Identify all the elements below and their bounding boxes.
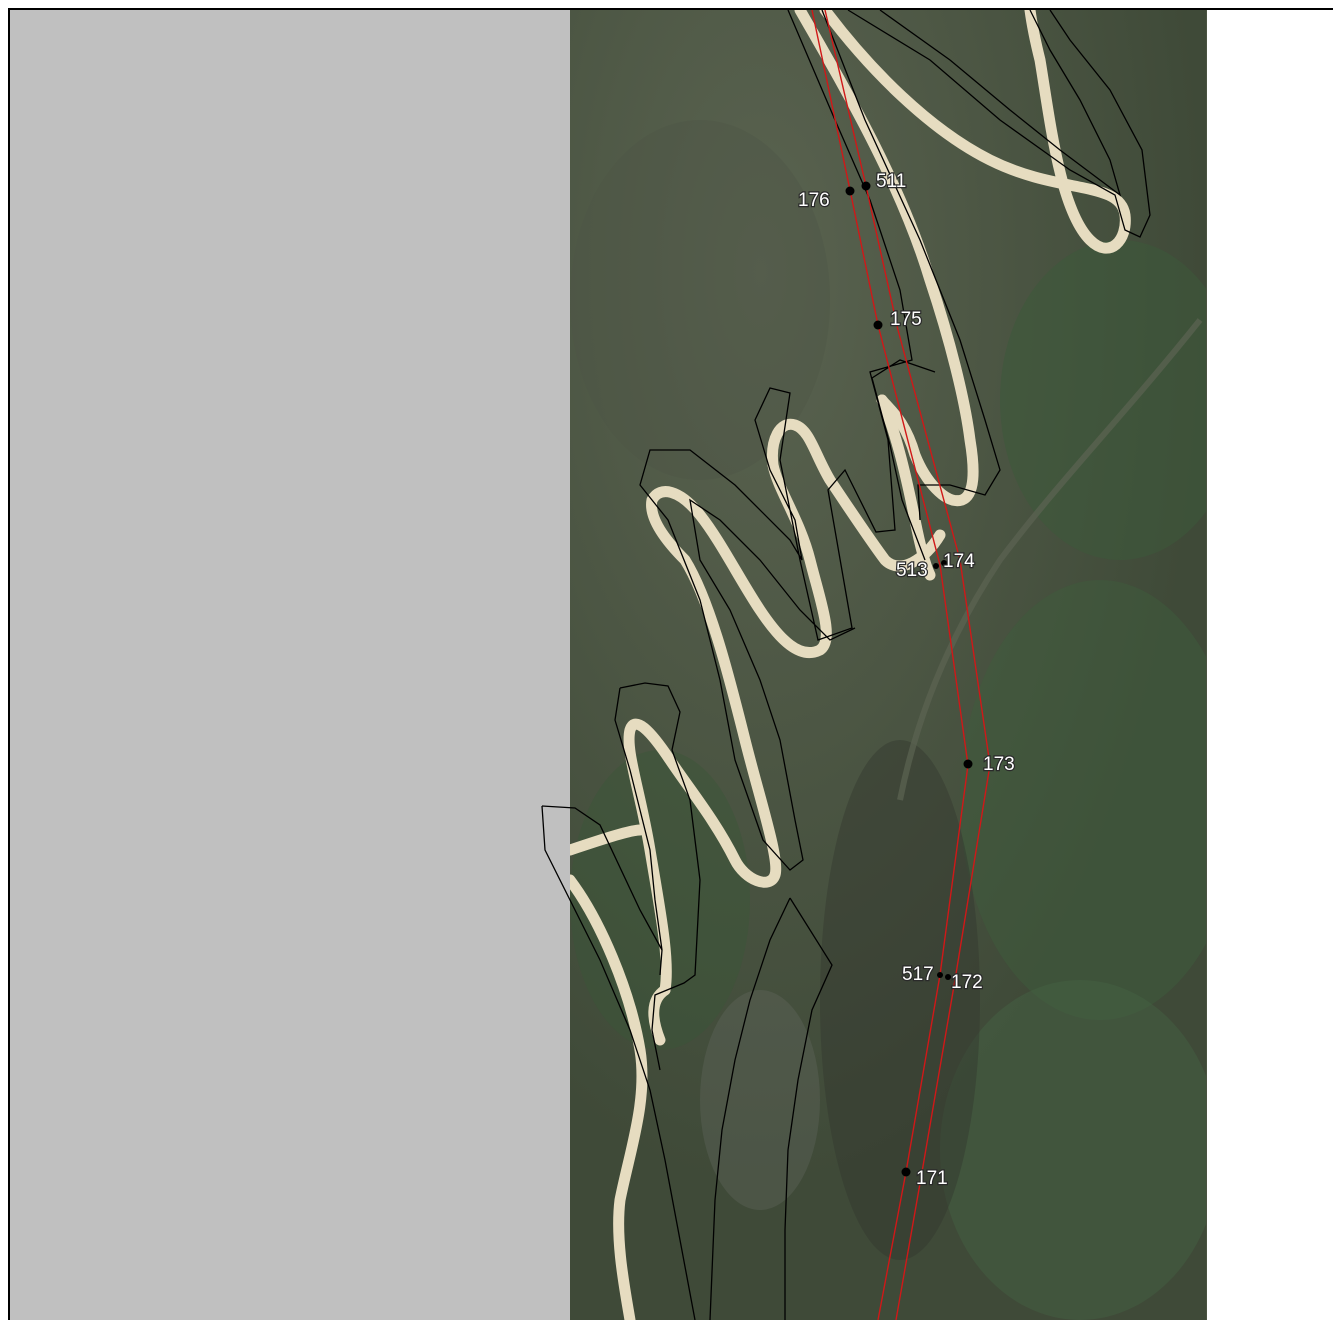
point-label-176: 176: [798, 190, 830, 211]
point-513[interactable]: 513: [895, 559, 939, 582]
point-175[interactable]: 175: [873, 308, 923, 331]
point-174[interactable]: 174: [941, 550, 976, 573]
terrain-layer: [570, 10, 1206, 1320]
point-label-175: 175: [890, 309, 922, 330]
parcel-outline-northeast-inner: [879, 9, 1122, 197]
point-label-513: 513: [896, 560, 928, 581]
parcel-outlines: [541, 9, 1151, 1320]
blank-margin: [1207, 10, 1333, 1320]
point-511[interactable]: 511: [861, 170, 907, 193]
parcel-outline-south-west: [709, 897, 791, 1320]
point-label-511: 511: [876, 171, 906, 192]
parcel-outline-northeast: [847, 9, 1151, 238]
parcel-outline-west-inner: [541, 805, 663, 951]
point-label-517: 517: [902, 964, 934, 985]
point-label-173: 173: [983, 754, 1015, 775]
point-label-172: 172: [951, 972, 983, 993]
route-line-east[interactable]: [824, 9, 991, 1320]
survey-points[interactable]: 176 511 175 513 174 173 517 172: [797, 170, 1016, 1190]
route-line-west[interactable]: [811, 9, 969, 1320]
route-lines[interactable]: [811, 9, 991, 1320]
point-172[interactable]: 172: [945, 971, 984, 994]
point-label-171: 171: [916, 1168, 948, 1189]
parcel-outline-south: [784, 897, 833, 1320]
point-171[interactable]: 171: [901, 1167, 949, 1190]
nodata-area: [10, 10, 572, 1320]
parcel-outline-upper: [639, 9, 913, 871]
parcel-outline-west: [541, 805, 696, 1320]
point-label-174: 174: [943, 551, 975, 572]
parcel-outline-hook: [619, 682, 701, 1071]
parcel-outline-east: [821, 9, 1001, 521]
point-176[interactable]: 176: [797, 186, 855, 212]
point-173[interactable]: 173: [963, 753, 1016, 776]
point-517[interactable]: 517: [901, 963, 943, 986]
parcel-outline-middle: [871, 359, 936, 561]
